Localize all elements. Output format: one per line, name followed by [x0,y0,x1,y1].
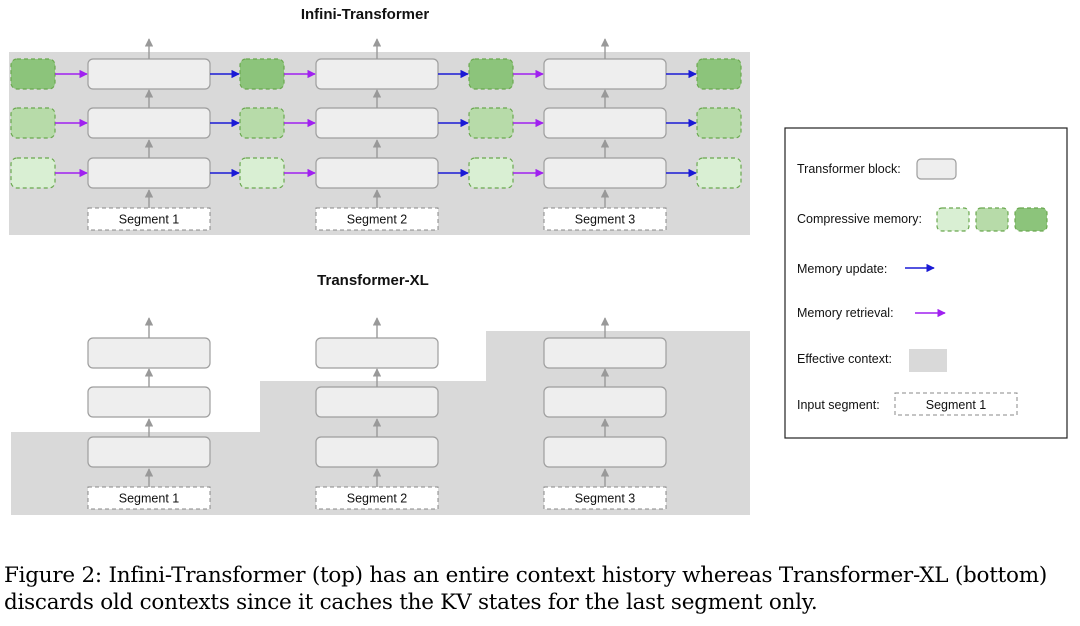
xl-transformer-block [87,337,211,369]
infini-segment-2-label: Segment 2 [347,213,408,227]
xl-segment-3-box [543,486,667,510]
compressive-memory [468,58,514,90]
compressive-memory [239,107,285,139]
infini-transformer-block [543,107,667,139]
infini-transformer-block [87,58,211,90]
xl-transformer-block [87,436,211,468]
legend-block-swatch [916,158,957,180]
compressive-memory [468,157,514,189]
legend-input-segment-label: Input segment: [797,398,880,412]
compressive-memory [239,58,285,90]
infini-transformer-block [543,58,667,90]
transformer-xl-title: Transformer-XL [317,272,429,289]
xl-transformer-block [543,436,667,468]
infini-transformer-block [315,58,439,90]
infini-transformer-block [543,157,667,189]
compressive-memory [10,107,56,139]
xl-transformer-block [315,337,439,369]
infini-transformer-block [87,157,211,189]
xl-transformer-block [315,436,439,468]
xl-segment-1-box [87,486,211,510]
figure-caption: Figure 2: Infini-Transformer (top) has a… [4,563,1047,615]
infini-transformer-block [315,157,439,189]
infini-segment-1-label: Segment 1 [119,213,180,227]
legend-segment-sample: Segment 1 [926,398,987,412]
infini-transformer-block [87,107,211,139]
legend-memory-swatch [975,207,1009,232]
compressive-memory [696,58,742,90]
legend-transformer-block-label: Transformer block: [797,162,901,176]
legend-memory-swatch [1014,207,1048,232]
compressive-memory [10,157,56,189]
xl-segment-1-label: Segment 1 [119,492,180,506]
xl-segment-2-box [315,486,439,510]
compressive-memory [10,58,56,90]
compressive-memory [696,107,742,139]
infini-segment-1-box [87,207,211,231]
compressive-memory [468,107,514,139]
infini-segment-3-box [543,207,667,231]
legend-memory-update-label: Memory update: [797,262,888,276]
compressive-memory [696,157,742,189]
legend-effective-context-label: Effective context: [797,352,892,366]
xl-transformer-block [315,386,439,418]
legend-box [784,127,1068,439]
infini-segment-2-box [315,207,439,231]
xl-segment-2-label: Segment 2 [347,492,408,506]
legend-memory-retrieval-label: Memory retrieval: [797,306,894,320]
xl-transformer-block [87,386,211,418]
infini-segment-3-label: Segment 3 [575,213,636,227]
xl-transformer-block [543,337,667,369]
legend-compressive-memory-label: Compressive memory: [797,212,923,226]
infini-transformer-title: Infini-Transformer [300,6,430,23]
legend-memory-swatch [936,207,970,232]
compressive-memory [239,157,285,189]
xl-segment-3-label: Segment 3 [575,492,636,506]
legend-context-swatch [909,349,947,372]
xl-transformer-block [543,386,667,418]
infini-transformer-block [315,107,439,139]
legend-segment-swatch [894,392,1018,416]
